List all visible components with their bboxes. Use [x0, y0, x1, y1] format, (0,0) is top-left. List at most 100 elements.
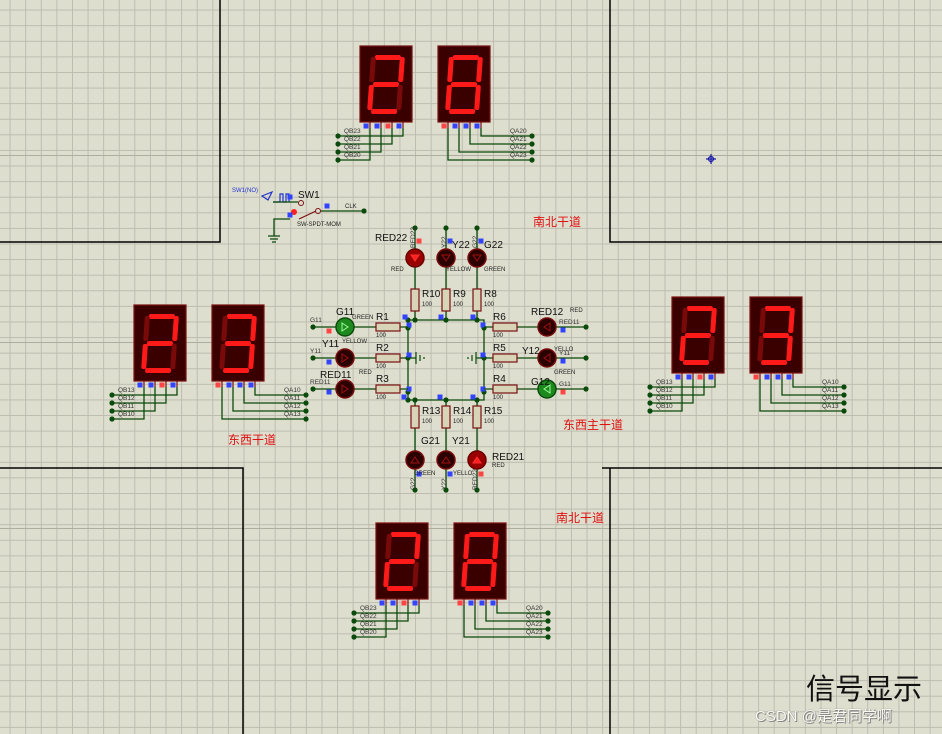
segment-c [412, 562, 419, 587]
seven-seg-east-ones [749, 296, 803, 379]
resistor-value: 100 [453, 302, 464, 308]
segment-g [146, 341, 174, 346]
segment-e [219, 344, 226, 369]
led-type: GREEN [352, 315, 374, 321]
led-net-label: RED22 [410, 227, 417, 248]
led-type: RED [492, 463, 505, 469]
display-pin-label: QB13 [118, 387, 135, 394]
led-body [405, 450, 425, 470]
ground-wire [273, 218, 290, 236]
display-pin-label: QA22 [526, 621, 543, 628]
pin-marker [457, 600, 463, 606]
segment-b [414, 534, 421, 559]
pin-marker [480, 386, 486, 392]
led-net-label: G11 [310, 317, 322, 324]
display-pin-label: QA20 [510, 128, 527, 135]
led-red22 [405, 248, 425, 268]
led-type: RED [570, 308, 583, 314]
segment-b [476, 57, 483, 82]
junction-dot [529, 141, 535, 147]
led-type: GREEN [414, 471, 436, 477]
switch-contact [298, 200, 304, 206]
led-y21 [436, 450, 456, 470]
junction-dot [303, 400, 309, 406]
pin-marker [438, 314, 444, 320]
pin-marker [675, 374, 681, 380]
ground-icon [268, 235, 280, 243]
led-body [537, 379, 557, 399]
road-corner-bottom-left [0, 467, 244, 734]
junction-dot [335, 149, 341, 155]
wire [254, 387, 306, 396]
clk-net-label: CLK [345, 204, 357, 210]
led-body [467, 248, 487, 268]
resistor-r15 [472, 405, 482, 429]
pulse-waveform-icon [273, 193, 290, 203]
road-label-ew-main-right: 东西主干道 [563, 418, 624, 432]
pin-marker [406, 386, 412, 392]
resistor-ref: R4 [493, 374, 506, 385]
resistor-r6 [492, 322, 518, 332]
seven-seg-north-tens [359, 45, 413, 128]
junction-dot [841, 392, 847, 398]
pin-marker [237, 382, 243, 388]
display-pin-label: QB23 [344, 128, 361, 135]
pin-marker [326, 359, 332, 365]
switch-ref: SW1 [298, 190, 320, 201]
pin-marker [379, 600, 385, 606]
wire [447, 128, 532, 161]
led-body [335, 348, 355, 368]
segment-c [786, 336, 793, 361]
segment-b [492, 534, 499, 559]
segment-g [388, 559, 416, 564]
seven-seg-south-tens [375, 522, 429, 605]
seven-seg-east-tens [671, 296, 725, 379]
segment-g [224, 341, 252, 346]
pin-marker [560, 389, 566, 395]
segment-b [398, 57, 405, 82]
wire [458, 128, 532, 153]
display-pin-label: QA11 [284, 395, 301, 402]
switch-lever [298, 210, 317, 220]
segment-a [148, 314, 175, 319]
segment-b [788, 308, 795, 333]
pin-marker [148, 382, 154, 388]
led-diode-icon [543, 322, 551, 332]
display-pin-label: QA23 [526, 629, 543, 636]
segment-d [223, 368, 250, 373]
led-ref: RED12 [531, 307, 564, 318]
resistor-r4 [492, 384, 518, 394]
led-ref: RED11 [320, 370, 352, 381]
display-pin-label: QB22 [344, 136, 361, 143]
segment-e [757, 336, 764, 361]
pin-marker [686, 374, 692, 380]
resistor-ref: R6 [493, 312, 506, 323]
resistor-r14 [441, 405, 451, 429]
pin-marker [560, 358, 566, 364]
pin-marker [775, 374, 781, 380]
junction-dot [841, 408, 847, 414]
led-diode-icon [441, 254, 451, 262]
junction-dot [351, 634, 357, 640]
resistor-r2 [375, 353, 401, 363]
segment-a [764, 306, 791, 311]
resistor-ref: R9 [453, 289, 466, 300]
led-g11 [335, 317, 355, 337]
junction-dot [109, 392, 115, 398]
road-corner-top-right [609, 0, 942, 243]
led-type: GREEN [554, 370, 576, 376]
segment-a [374, 55, 401, 60]
pin-marker [401, 394, 407, 400]
pin-marker [468, 600, 474, 606]
led-red12 [537, 317, 557, 337]
junction-dot [529, 133, 535, 139]
junction-dot [405, 397, 411, 403]
display-pin-label: QB13 [656, 379, 673, 386]
segment-g [372, 82, 400, 87]
led-body [537, 348, 557, 368]
junction-dot [474, 225, 480, 231]
wire [112, 387, 167, 404]
resistor-value: 100 [376, 333, 387, 339]
wire [770, 379, 844, 404]
